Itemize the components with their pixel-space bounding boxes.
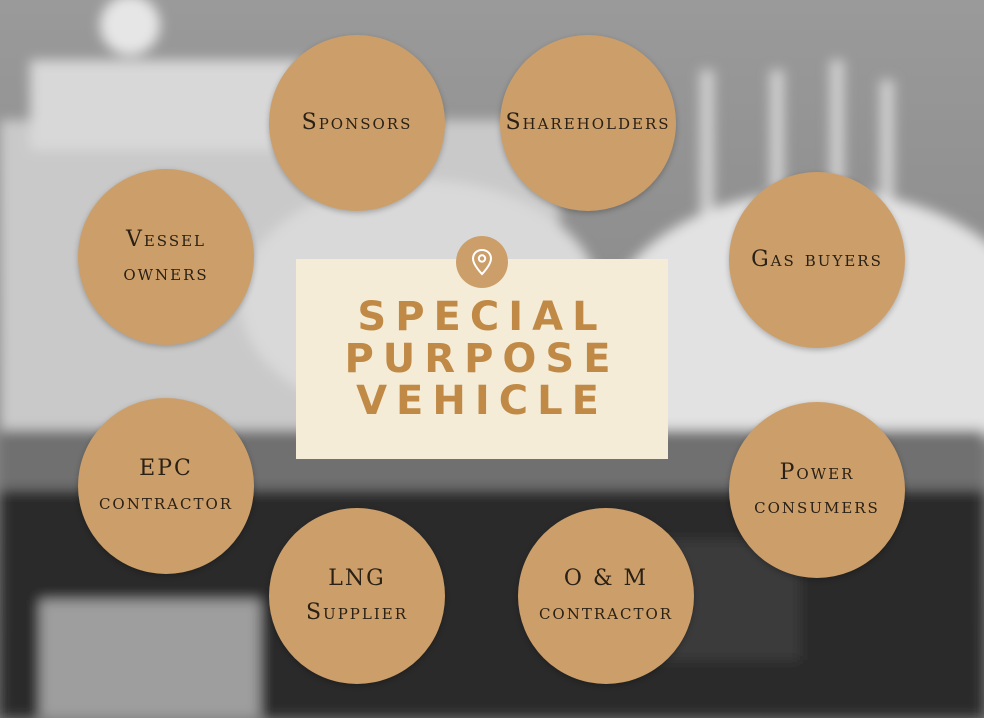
- node-lng-supplier: LNG Supplier: [269, 508, 445, 684]
- node-label: owners: [123, 261, 209, 286]
- location-pin-icon: [456, 236, 508, 288]
- center-title-line-2: PURPOSE: [344, 336, 620, 382]
- node-shareholders: Shareholders: [500, 35, 676, 211]
- node-label: O & M: [563, 566, 649, 591]
- node-epc-contractor: EPC contractor: [78, 398, 254, 574]
- center-title-line-1: SPECIAL: [357, 294, 607, 340]
- node-label: Gas buyers: [751, 247, 883, 272]
- node-label: contractor: [538, 600, 674, 625]
- special-purpose-vehicle-box: SPECIAL PURPOSE VEHICLE: [296, 259, 668, 459]
- node-label: EPC: [139, 456, 193, 481]
- node-power-consumers: Power consumers: [729, 402, 905, 578]
- node-label: Shareholders: [505, 110, 671, 135]
- node-label: Supplier: [305, 600, 409, 625]
- node-label: LNG: [328, 566, 386, 591]
- node-sponsors: Sponsors: [269, 35, 445, 211]
- node-label: Vessel: [125, 227, 207, 252]
- node-label: Power: [779, 460, 855, 485]
- node-label: consumers: [754, 494, 880, 519]
- node-vessel-owners: Vessel owners: [78, 169, 254, 345]
- node-label: contractor: [98, 490, 234, 515]
- node-om-contractor: O & M contractor: [518, 508, 694, 684]
- node-label: Sponsors: [301, 110, 413, 135]
- center-title-line-3: VEHICLE: [356, 378, 608, 424]
- node-gas-buyers: Gas buyers: [729, 172, 905, 348]
